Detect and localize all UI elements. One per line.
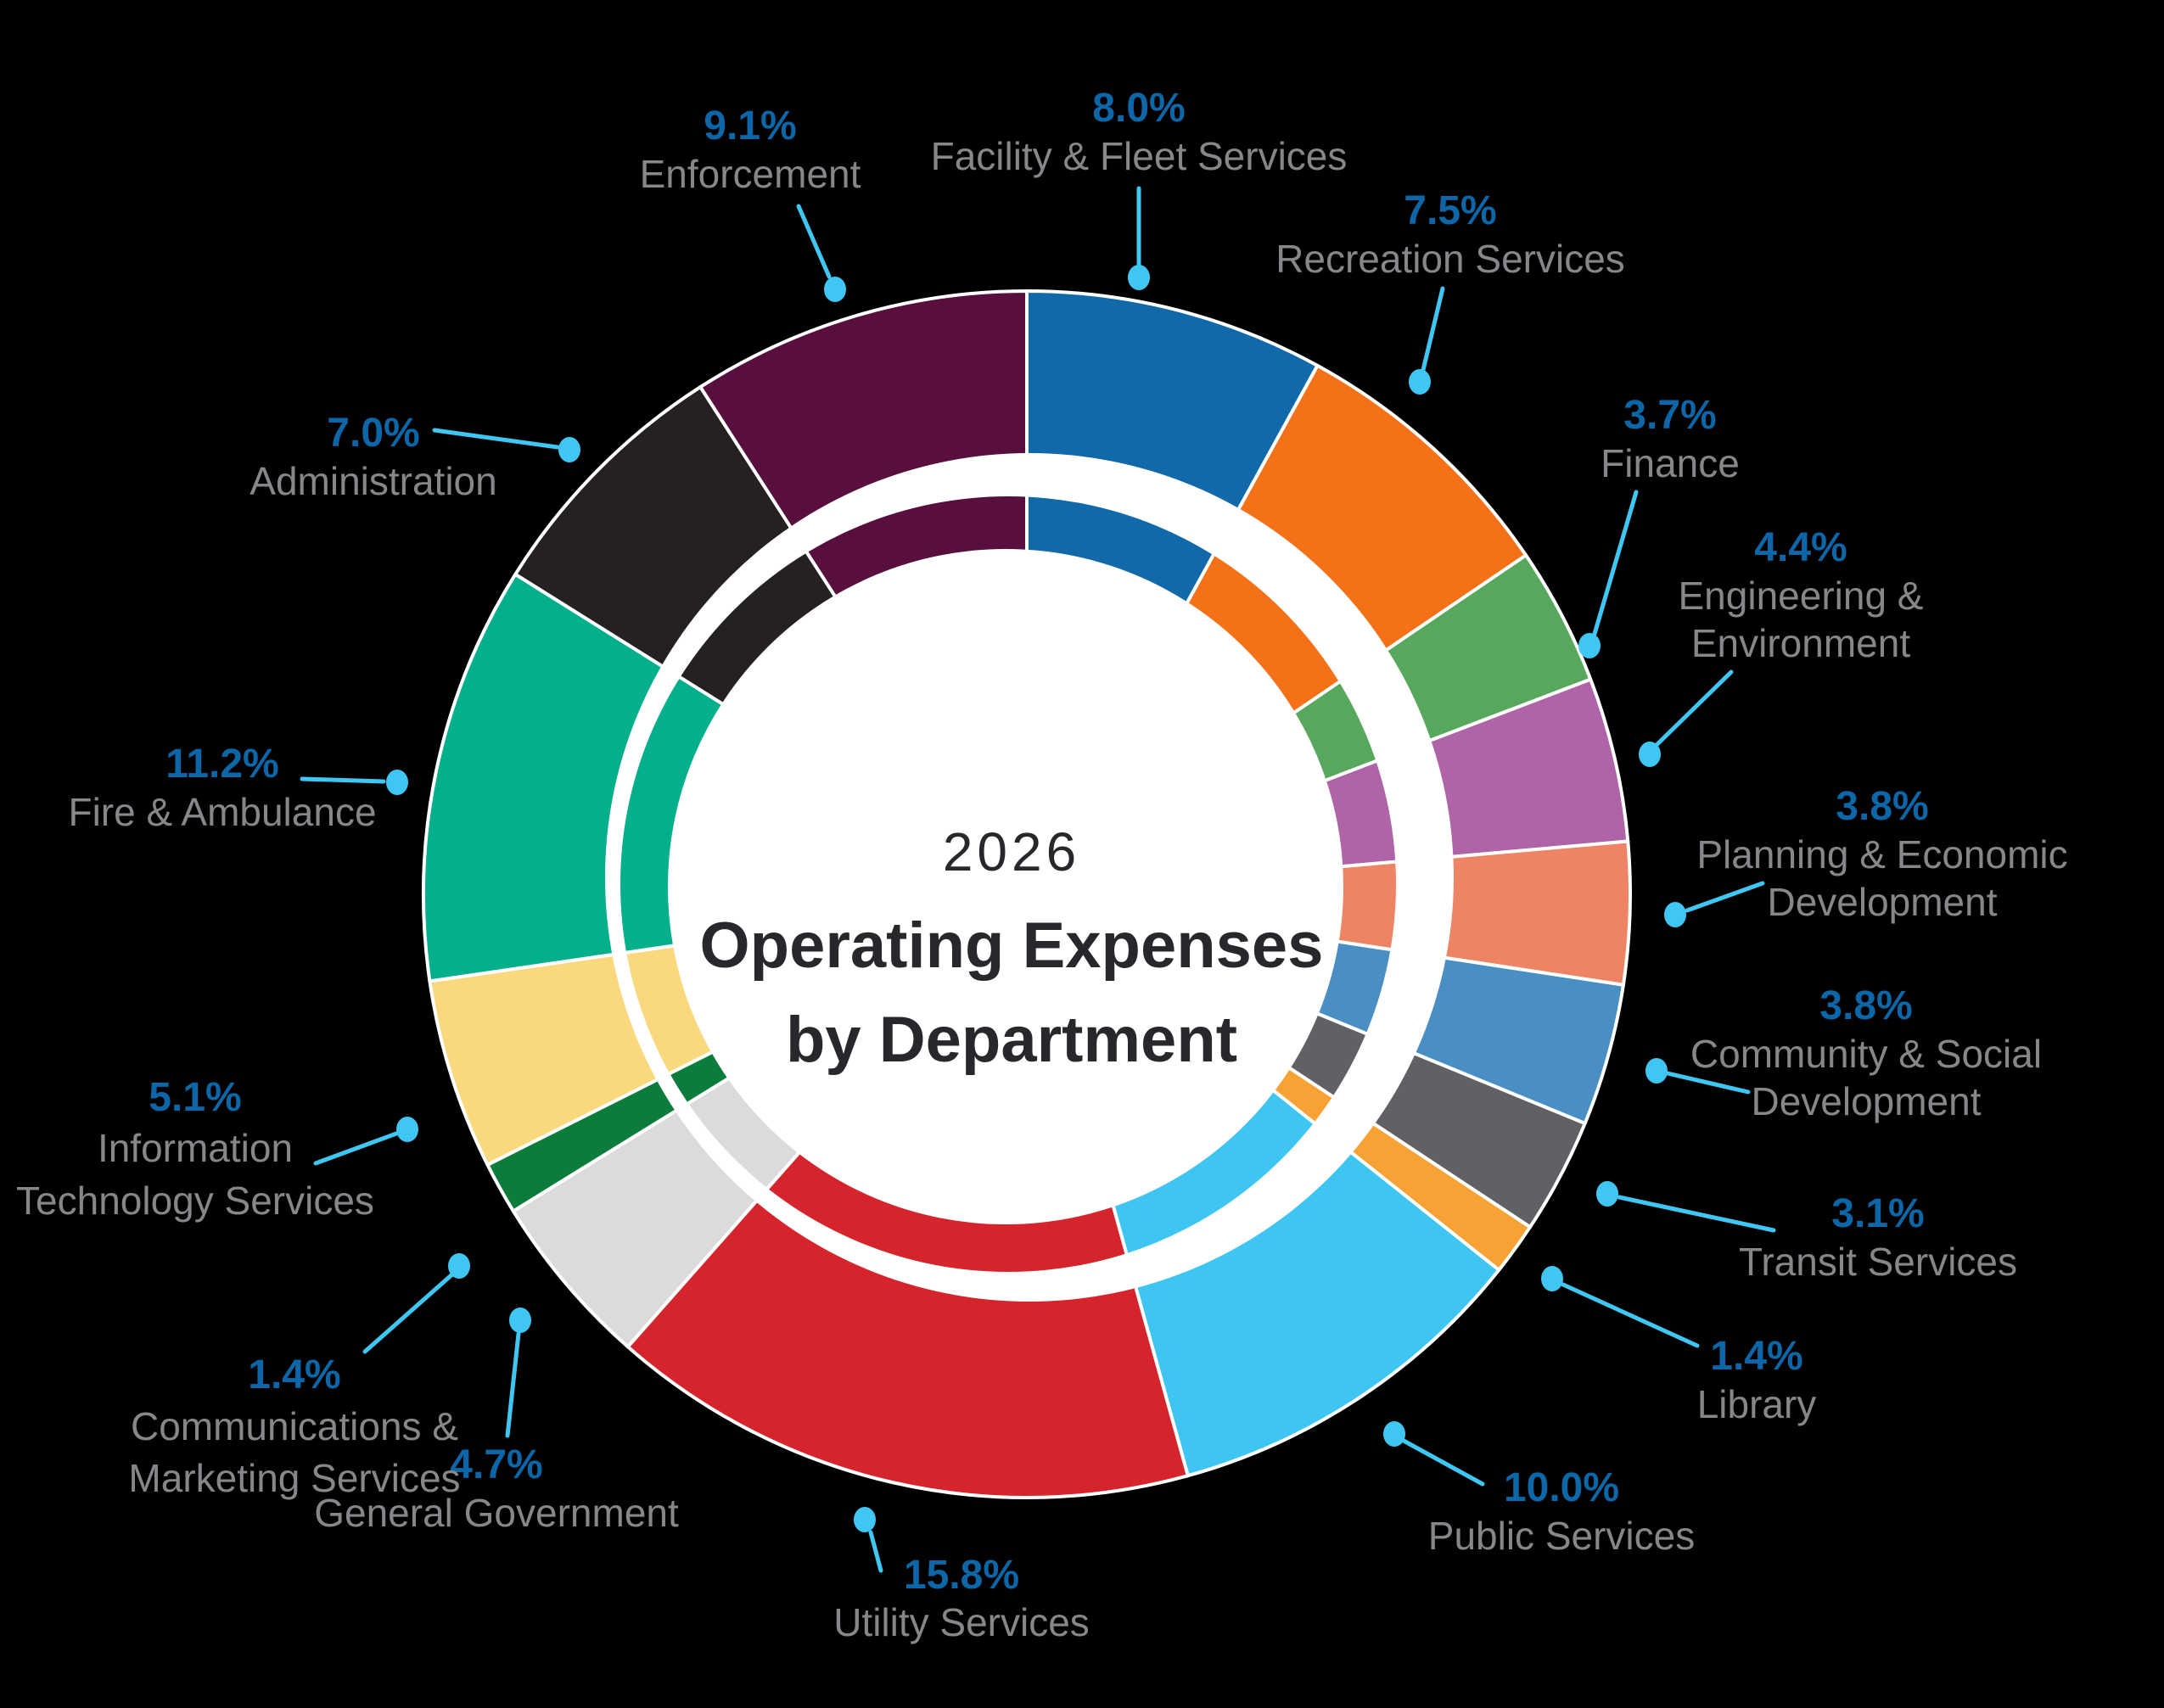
department-label-public-services-1: Public Services	[1428, 1514, 1695, 1558]
pct-label-finance: 3.7%	[1623, 393, 1716, 438]
callout-dot-planning-economic-development	[1664, 902, 1686, 927]
callout-line-engineering-environment	[1654, 669, 1734, 748]
callout-dot-fire-ambulance	[386, 770, 408, 795]
callout-line-finance	[1592, 490, 1639, 636]
center-title: 2026 Operating Expenses by Department	[700, 821, 1324, 1076]
pct-label-library: 1.4%	[1710, 1334, 1802, 1379]
pct-label-engineering-environment: 4.4%	[1754, 525, 1847, 570]
title-year: 2026	[943, 821, 1080, 882]
department-label-administration-1: Administration	[249, 459, 496, 503]
callout-dot-administration	[558, 437, 580, 462]
department-label-enforcement-1: Enforcement	[640, 152, 861, 196]
department-label-fire-ambulance-1: Fire & Ambulance	[68, 790, 376, 834]
callout-line-recreation-services	[1421, 286, 1445, 372]
pct-label-enforcement: 9.1%	[704, 104, 796, 148]
department-label-general-government-1: General Government	[314, 1491, 679, 1535]
department-label-recreation-services-1: Recreation Services	[1275, 237, 1625, 281]
callout-line-library	[1561, 1282, 1700, 1348]
callout-line-enforcement	[796, 204, 832, 279]
title-line2: by Department	[786, 1004, 1237, 1076]
pct-label-information-technology-services: 5.1%	[149, 1075, 241, 1120]
pct-label-utility-services: 15.8%	[904, 1553, 1019, 1598]
callout-line-planning-economic-development	[1685, 881, 1765, 913]
department-label-community-social-development-2: Development	[1751, 1079, 1981, 1123]
callout-line-community-social-development	[1665, 1071, 1751, 1095]
department-label-communications-marketing-services-2: Marketing Services	[128, 1456, 460, 1500]
callout-dot-facility-fleet-services	[1128, 265, 1150, 290]
department-label-finance-1: Finance	[1601, 441, 1740, 485]
department-label-library-1: Library	[1697, 1382, 1817, 1426]
department-label-utility-services-1: Utility Services	[833, 1600, 1090, 1644]
department-label-planning-economic-development-2: Development	[1767, 880, 1997, 924]
callout-labels: 8.0%Facility & Fleet Services 7.5%Recreat…	[16, 86, 2068, 1644]
department-label-engineering-environment-2: Environment	[1691, 621, 1910, 665]
callout-dot-community-social-development	[1645, 1058, 1668, 1084]
callout-dot-general-government	[509, 1308, 531, 1333]
department-label-facility-fleet-services-1: Facility & Fleet Services	[931, 134, 1348, 178]
department-label-information-technology-services-2: Technology Services	[16, 1179, 374, 1223]
pct-label-community-social-development: 3.8%	[1819, 983, 1912, 1028]
callout-line-utility-services	[868, 1530, 883, 1573]
callout-line-administration	[432, 428, 560, 450]
donut-hole	[668, 549, 1343, 1224]
callout-dot-library	[1541, 1266, 1563, 1291]
pct-label-planning-economic-development: 3.8%	[1836, 784, 1928, 829]
callout-dot-utility-services	[854, 1507, 876, 1532]
pct-label-fire-ambulance: 11.2%	[165, 742, 278, 787]
callout-dot-information-technology-services	[396, 1117, 418, 1142]
callout-dot-recreation-services	[1409, 369, 1431, 395]
pct-label-recreation-services: 7.5%	[1404, 188, 1496, 233]
callout-line-information-technology-services	[313, 1131, 399, 1166]
department-label-engineering-environment-1: Engineering &	[1679, 574, 1924, 618]
pct-label-facility-fleet-services: 8.0%	[1092, 86, 1185, 131]
pct-label-communications-marketing-services: 1.4%	[248, 1352, 340, 1397]
callout-dot-enforcement	[824, 277, 846, 302]
callout-dot-public-services	[1383, 1421, 1405, 1447]
pct-label-transit-services: 3.1%	[1831, 1191, 1924, 1236]
callout-line-fire-ambulance	[300, 776, 386, 784]
department-label-transit-services-1: Transit Services	[1739, 1240, 2017, 1284]
callout-dot-finance	[1578, 633, 1601, 658]
department-label-planning-economic-development-1: Planning & Economic	[1696, 832, 2067, 876]
callout-dot-communications-marketing-services	[448, 1253, 470, 1279]
pct-label-general-government: 4.7%	[450, 1442, 542, 1487]
department-label-communications-marketing-services-1: Communications &	[131, 1404, 458, 1448]
department-label-community-social-development-1: Community & Social	[1690, 1032, 2042, 1076]
callout-line-transit-services	[1617, 1195, 1776, 1233]
title-line1: Operating Expenses	[700, 910, 1324, 982]
pct-label-administration: 7.0%	[327, 411, 419, 456]
callout-dot-transit-services	[1596, 1181, 1618, 1207]
callout-line-public-services	[1401, 1438, 1485, 1487]
pct-label-public-services: 10.0%	[1504, 1465, 1619, 1510]
callout-line-general-government	[505, 1331, 521, 1438]
department-label-information-technology-services-1: Information	[98, 1126, 293, 1170]
callout-line-communications-marketing-services	[362, 1271, 456, 1354]
callout-dot-engineering-environment	[1639, 742, 1661, 767]
